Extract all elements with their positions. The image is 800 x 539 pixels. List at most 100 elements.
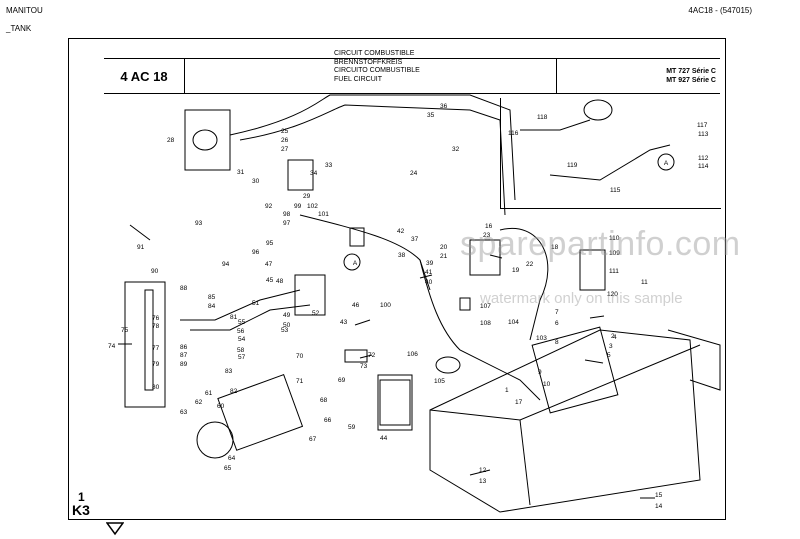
callout-40: 40 [425, 279, 433, 286]
callout-84: 84 [208, 303, 216, 310]
marker-a-inset-label: A [664, 160, 669, 167]
callout-117: 117 [697, 122, 708, 129]
title-lines: CIRCUIT COMBUSTIBLE BRENNSTOFFKREIS CIRC… [334, 50, 420, 84]
tank-front-edge [519, 419, 531, 506]
doc-reference: 4AC18 - (547015) [688, 6, 752, 15]
callout-37: 37 [411, 236, 419, 243]
section-label: _TANK [6, 24, 32, 33]
sheet-reference: K3 [72, 502, 90, 518]
next-page-arrow-icon[interactable] [106, 522, 124, 536]
watermark-sub: watermark only on this sample [480, 290, 683, 307]
callout-85: 85 [208, 294, 216, 301]
detail-inset-box [500, 98, 721, 209]
callout-36: 36 [440, 103, 448, 110]
title-it: CIRCUITO COMBUSTIBLE [334, 67, 420, 74]
callout-81: 81 [230, 314, 238, 321]
callout-63: 63 [180, 409, 188, 416]
callout-116: 116 [508, 130, 519, 137]
callout-42: 42 [397, 228, 405, 235]
callout-95: 95 [266, 240, 274, 247]
callout-82: 82 [230, 388, 238, 395]
callout-15: 15 [655, 492, 663, 499]
fuel-line-100 [299, 214, 431, 291]
callout-18: 18 [551, 244, 559, 251]
injection-pipe-b [190, 304, 311, 331]
callout-43: 43 [340, 319, 348, 326]
callout-61: 61 [205, 390, 213, 397]
callout-58: 58 [237, 347, 245, 354]
callout-90: 90 [151, 268, 159, 275]
callout-67: 67 [309, 436, 317, 443]
callout-83: 83 [225, 368, 233, 375]
callout-104: 104 [508, 319, 519, 326]
tank-sender-plate [531, 326, 619, 414]
callout-44: 44 [380, 435, 388, 442]
fuel-filter-111 [579, 249, 606, 291]
page-number: 1 [78, 490, 85, 504]
callout-32: 32 [452, 146, 460, 153]
callout-20: 20 [440, 244, 448, 251]
callout-14: 14 [655, 503, 663, 510]
callout-41: 41 [425, 269, 433, 276]
callout-38: 38 [398, 252, 406, 259]
injector-75 [144, 289, 154, 391]
clamp-105 [435, 356, 461, 374]
fuel-tank [429, 329, 701, 513]
callout-114: 114 [698, 163, 709, 170]
callout-111: 111 [609, 268, 619, 275]
callout-55: 55 [238, 319, 246, 326]
callout-68: 68 [320, 397, 328, 404]
callout-29: 29 [303, 193, 311, 200]
pump-28 [192, 129, 218, 151]
inset-line-115 [549, 144, 671, 181]
callout-99: 99 [294, 203, 302, 210]
callout-49: 49 [283, 312, 291, 319]
callout-54: 54 [238, 336, 246, 343]
callout-26: 26 [281, 137, 289, 144]
callout-28: 28 [167, 137, 175, 144]
watermark-main: sparepartinfo.com [460, 225, 741, 263]
return-hose [499, 228, 549, 341]
callout-31: 31 [237, 169, 245, 176]
callout-96: 96 [252, 249, 260, 256]
callout-7: 7 [555, 309, 559, 316]
callout-88: 88 [180, 285, 188, 292]
callout-105: 105 [434, 378, 445, 385]
detail-box-28 [184, 109, 231, 171]
callout-106: 106 [407, 351, 418, 358]
callout-69: 69 [338, 377, 346, 384]
callout-71: 71 [296, 378, 304, 385]
model-727: MT 727 Série C [666, 68, 716, 75]
callout-107: 107 [480, 303, 491, 310]
callout-76: 76 [152, 315, 160, 322]
callout-101: 101 [318, 211, 329, 218]
callout-25: 25 [281, 128, 289, 135]
callout-70: 70 [296, 353, 304, 360]
title-en: FUEL CIRCUIT [334, 75, 382, 83]
filter-element-44-frame [377, 374, 413, 431]
callout-3: 3 [609, 343, 613, 350]
callout-120: 120 [607, 291, 618, 298]
callout-45: 45 [266, 277, 274, 284]
return-line-32 [229, 94, 516, 201]
callout-80: 80 [152, 384, 160, 391]
callout-115: 115 [610, 187, 621, 194]
inset-line-a [520, 119, 591, 131]
fitting-107 [459, 297, 471, 311]
callout-13: 13 [479, 478, 487, 485]
bracket-72 [344, 349, 368, 363]
callout-86: 86 [180, 344, 188, 351]
callout-112: 112 [698, 155, 709, 162]
tank-strap [667, 329, 721, 391]
callout-89: 89 [180, 361, 188, 368]
supply-hose [419, 259, 541, 401]
callout-23: 23 [483, 232, 491, 239]
callout-19: 19 [512, 267, 520, 274]
title-fr: CIRCUIT COMBUSTIBLE [334, 50, 415, 57]
callout-1: 1 [505, 387, 509, 394]
callout-59: 59 [348, 424, 356, 431]
callout-27: 27 [281, 146, 289, 153]
callout-77: 77 [152, 345, 160, 352]
marker-a-main [343, 253, 361, 271]
callout-4: 4 [613, 334, 617, 341]
